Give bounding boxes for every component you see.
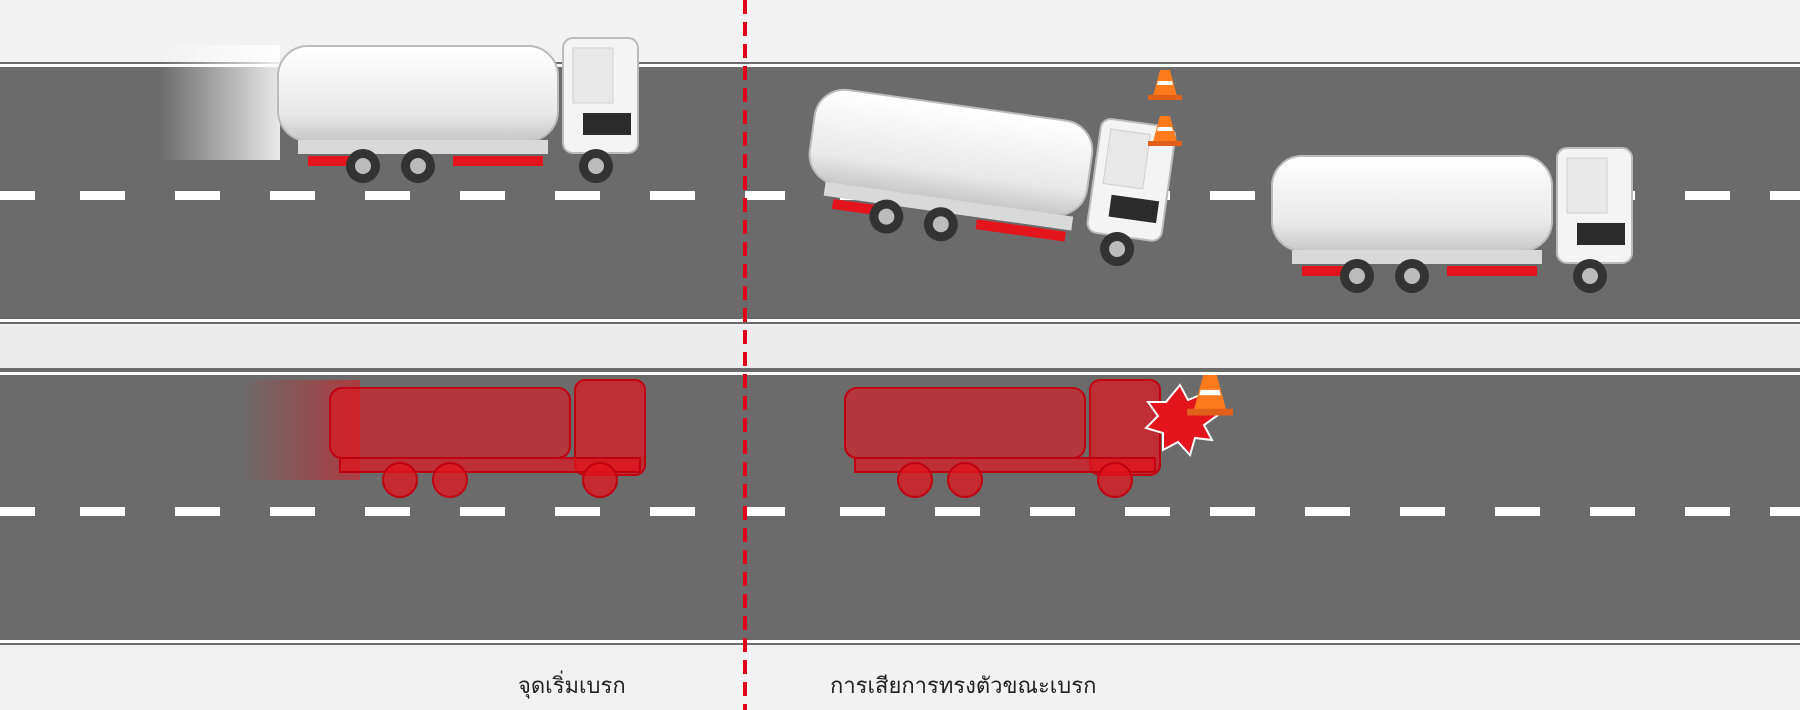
truck-braking-start [160,37,639,184]
lower-lane-markings [0,507,1800,516]
ghost-truck-braking-start [240,379,646,498]
median-strip [0,326,1800,368]
truck-stable [1271,147,1633,294]
caption-loss-of-stability: การเสียการทรงตัวขณะเบรก [830,674,1097,699]
caption-braking-start: จุดเริ่มเบรก [518,674,626,699]
